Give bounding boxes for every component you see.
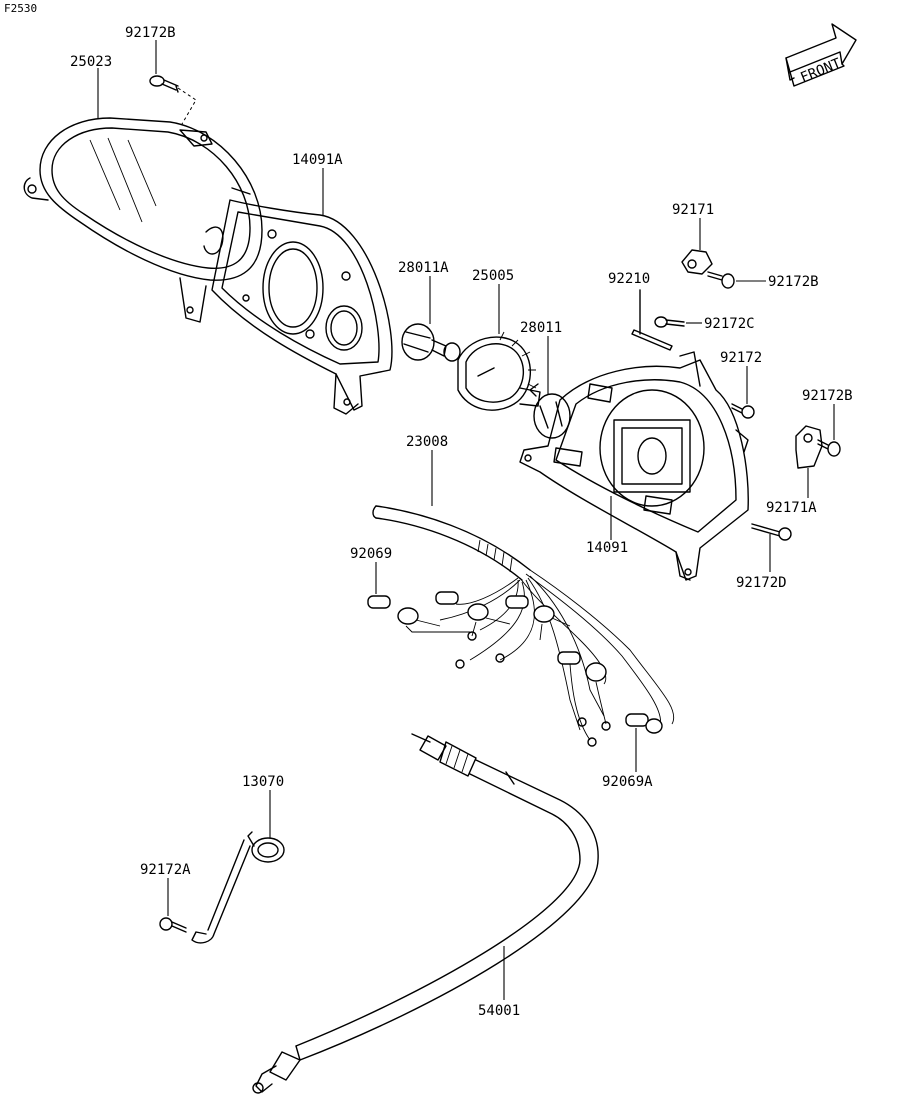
label-92172B-right: 92172B [802, 388, 853, 404]
bulb-92069 [367, 591, 571, 669]
label-92171: 92171 [672, 202, 714, 218]
screw-92172A [159, 917, 187, 933]
label-92172A: 92172A [140, 862, 191, 878]
label-92210: 92210 [608, 271, 650, 287]
meter-case-lower-14091 [519, 351, 749, 581]
screw-92172B-top [149, 75, 197, 125]
label-92069A: 92069A [602, 774, 653, 790]
label-92069: 92069 [350, 546, 392, 562]
label-13070: 13070 [242, 774, 284, 790]
front-arrow-icon: FRONT [785, 23, 857, 87]
diagram-code: F2530 [4, 2, 37, 15]
label-28011A: 28011A [398, 260, 449, 276]
label-92171A: 92171A [766, 500, 817, 516]
label-25005: 25005 [472, 268, 514, 284]
label-92172C: 92172C [704, 316, 755, 332]
clamp-92171 [681, 249, 713, 275]
bulb-92069A [557, 651, 663, 747]
speedometer-cable-54001 [252, 733, 599, 1094]
label-92172B-mid: 92172B [768, 274, 819, 290]
clamp-92171A [795, 425, 823, 469]
label-28011: 28011 [520, 320, 562, 336]
bulb-socket-28011A [401, 323, 461, 362]
wire-harness-23008 [372, 505, 675, 731]
screw-92172D [751, 523, 792, 541]
screw-92172 [731, 403, 755, 419]
screw-92172C [654, 316, 685, 328]
label-54001: 54001 [478, 1003, 520, 1019]
meter-assy-25005 [457, 331, 541, 411]
label-23008: 23008 [406, 434, 448, 450]
meter-case-upper-14091A [211, 199, 393, 415]
spring-clip-13070 [191, 831, 285, 944]
bulb-socket-28011 [529, 383, 571, 439]
label-14091: 14091 [586, 540, 628, 556]
meter-cover-25023 [23, 117, 263, 323]
label-25023: 25023 [70, 54, 112, 70]
label-14091A: 14091A [292, 152, 343, 168]
label-92172B-top: 92172B [125, 25, 176, 41]
label-92172: 92172 [720, 350, 762, 366]
bracket-92210 [631, 289, 673, 351]
screw-92172B-mid [707, 271, 735, 289]
label-92172D: 92172D [736, 575, 787, 591]
screw-92172B-right [817, 439, 841, 457]
